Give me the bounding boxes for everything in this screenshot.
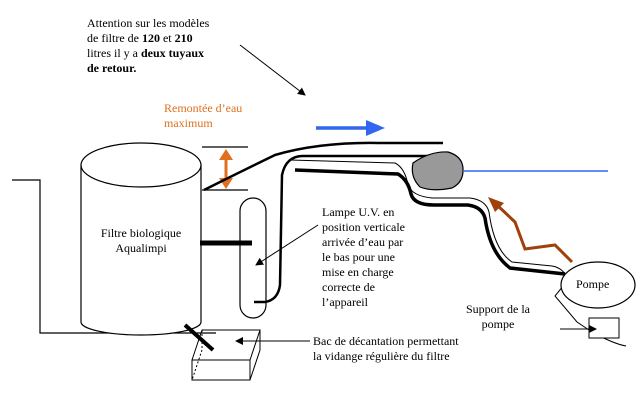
flow-arrow <box>316 120 385 136</box>
model-note: Attention sur les modèles de filtre de 1… <box>87 16 209 76</box>
model-note-line2: de filtre de 120 et 210 <box>87 31 193 45</box>
pump-flow-arrow <box>488 197 574 264</box>
filter-cylinder <box>80 142 202 336</box>
note-pointer-arrow <box>239 44 306 96</box>
filter-label: Filtre biologique Aqualimpi <box>100 226 182 255</box>
pump-label: Pompe <box>576 277 610 291</box>
return-pipe <box>203 141 443 192</box>
model-note-line4: de retour. <box>87 61 137 75</box>
settling-tank <box>191 329 261 381</box>
uv-label-pointer <box>255 224 319 266</box>
model-note-line1: Attention sur les modèles <box>87 16 210 30</box>
uv-inlet-pipe <box>254 154 443 304</box>
drain-valve <box>183 323 215 352</box>
uv-lamp <box>239 197 267 319</box>
model-note-line3: litres il y a deux tuyaux <box>87 46 205 60</box>
pump <box>560 261 636 309</box>
pump-support <box>588 317 620 339</box>
settling-tank-label: Bac de décantation permettant la vidange… <box>313 334 459 363</box>
pump-hose <box>294 168 566 276</box>
rock <box>411 151 464 191</box>
max-water-level-label: Remontée d’eau maximum <box>164 101 243 130</box>
level-arrow <box>219 149 233 189</box>
pump-support-label: Support de la pompe <box>466 302 530 331</box>
uv-lamp-label: Lampe U.V. en position verticale arrivée… <box>322 205 405 309</box>
